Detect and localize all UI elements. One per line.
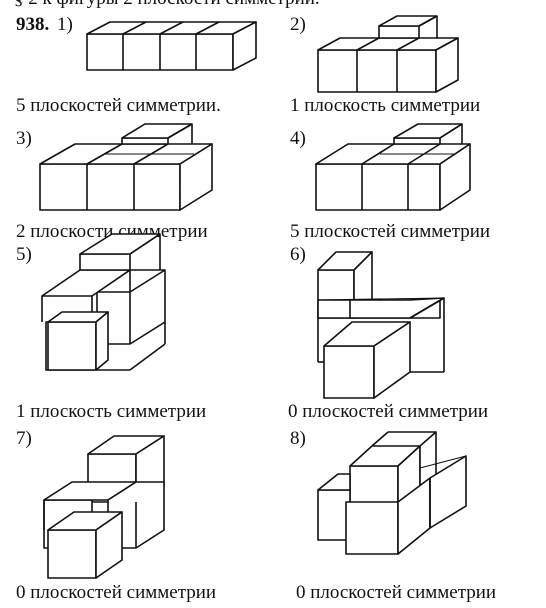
caption-figure-2: 1 плоскость симметрии	[290, 95, 481, 116]
figure-label-2: 2)	[290, 14, 306, 35]
figure-label-1: 1)	[57, 14, 73, 35]
figure-label-4: 4)	[290, 128, 306, 149]
caption-figure-4: 5 плоскостей симметрии	[290, 221, 491, 242]
caption-figure-8: 0 плоскостей симметрии	[296, 582, 497, 603]
figure-label-8: 8)	[290, 428, 306, 449]
figure-label-3: 3)	[16, 128, 32, 149]
figure-label-5: 5)	[16, 244, 32, 265]
cut-off-header-line: § 2 к фигуры 2 плоскости симметрии.	[14, 0, 320, 10]
figure-label-6: 6)	[290, 244, 306, 265]
problem-number: 938.	[16, 14, 50, 35]
caption-figure-7: 0 плоскостей симметрии	[16, 582, 217, 603]
caption-figure-6: 0 плоскостей симметрии	[288, 401, 489, 422]
caption-figure-1: 5 плоскостей симметрии.	[16, 95, 221, 116]
caption-figure-5: 1 плоскость симметрии	[16, 401, 207, 422]
figure-label-7: 7)	[16, 428, 32, 449]
